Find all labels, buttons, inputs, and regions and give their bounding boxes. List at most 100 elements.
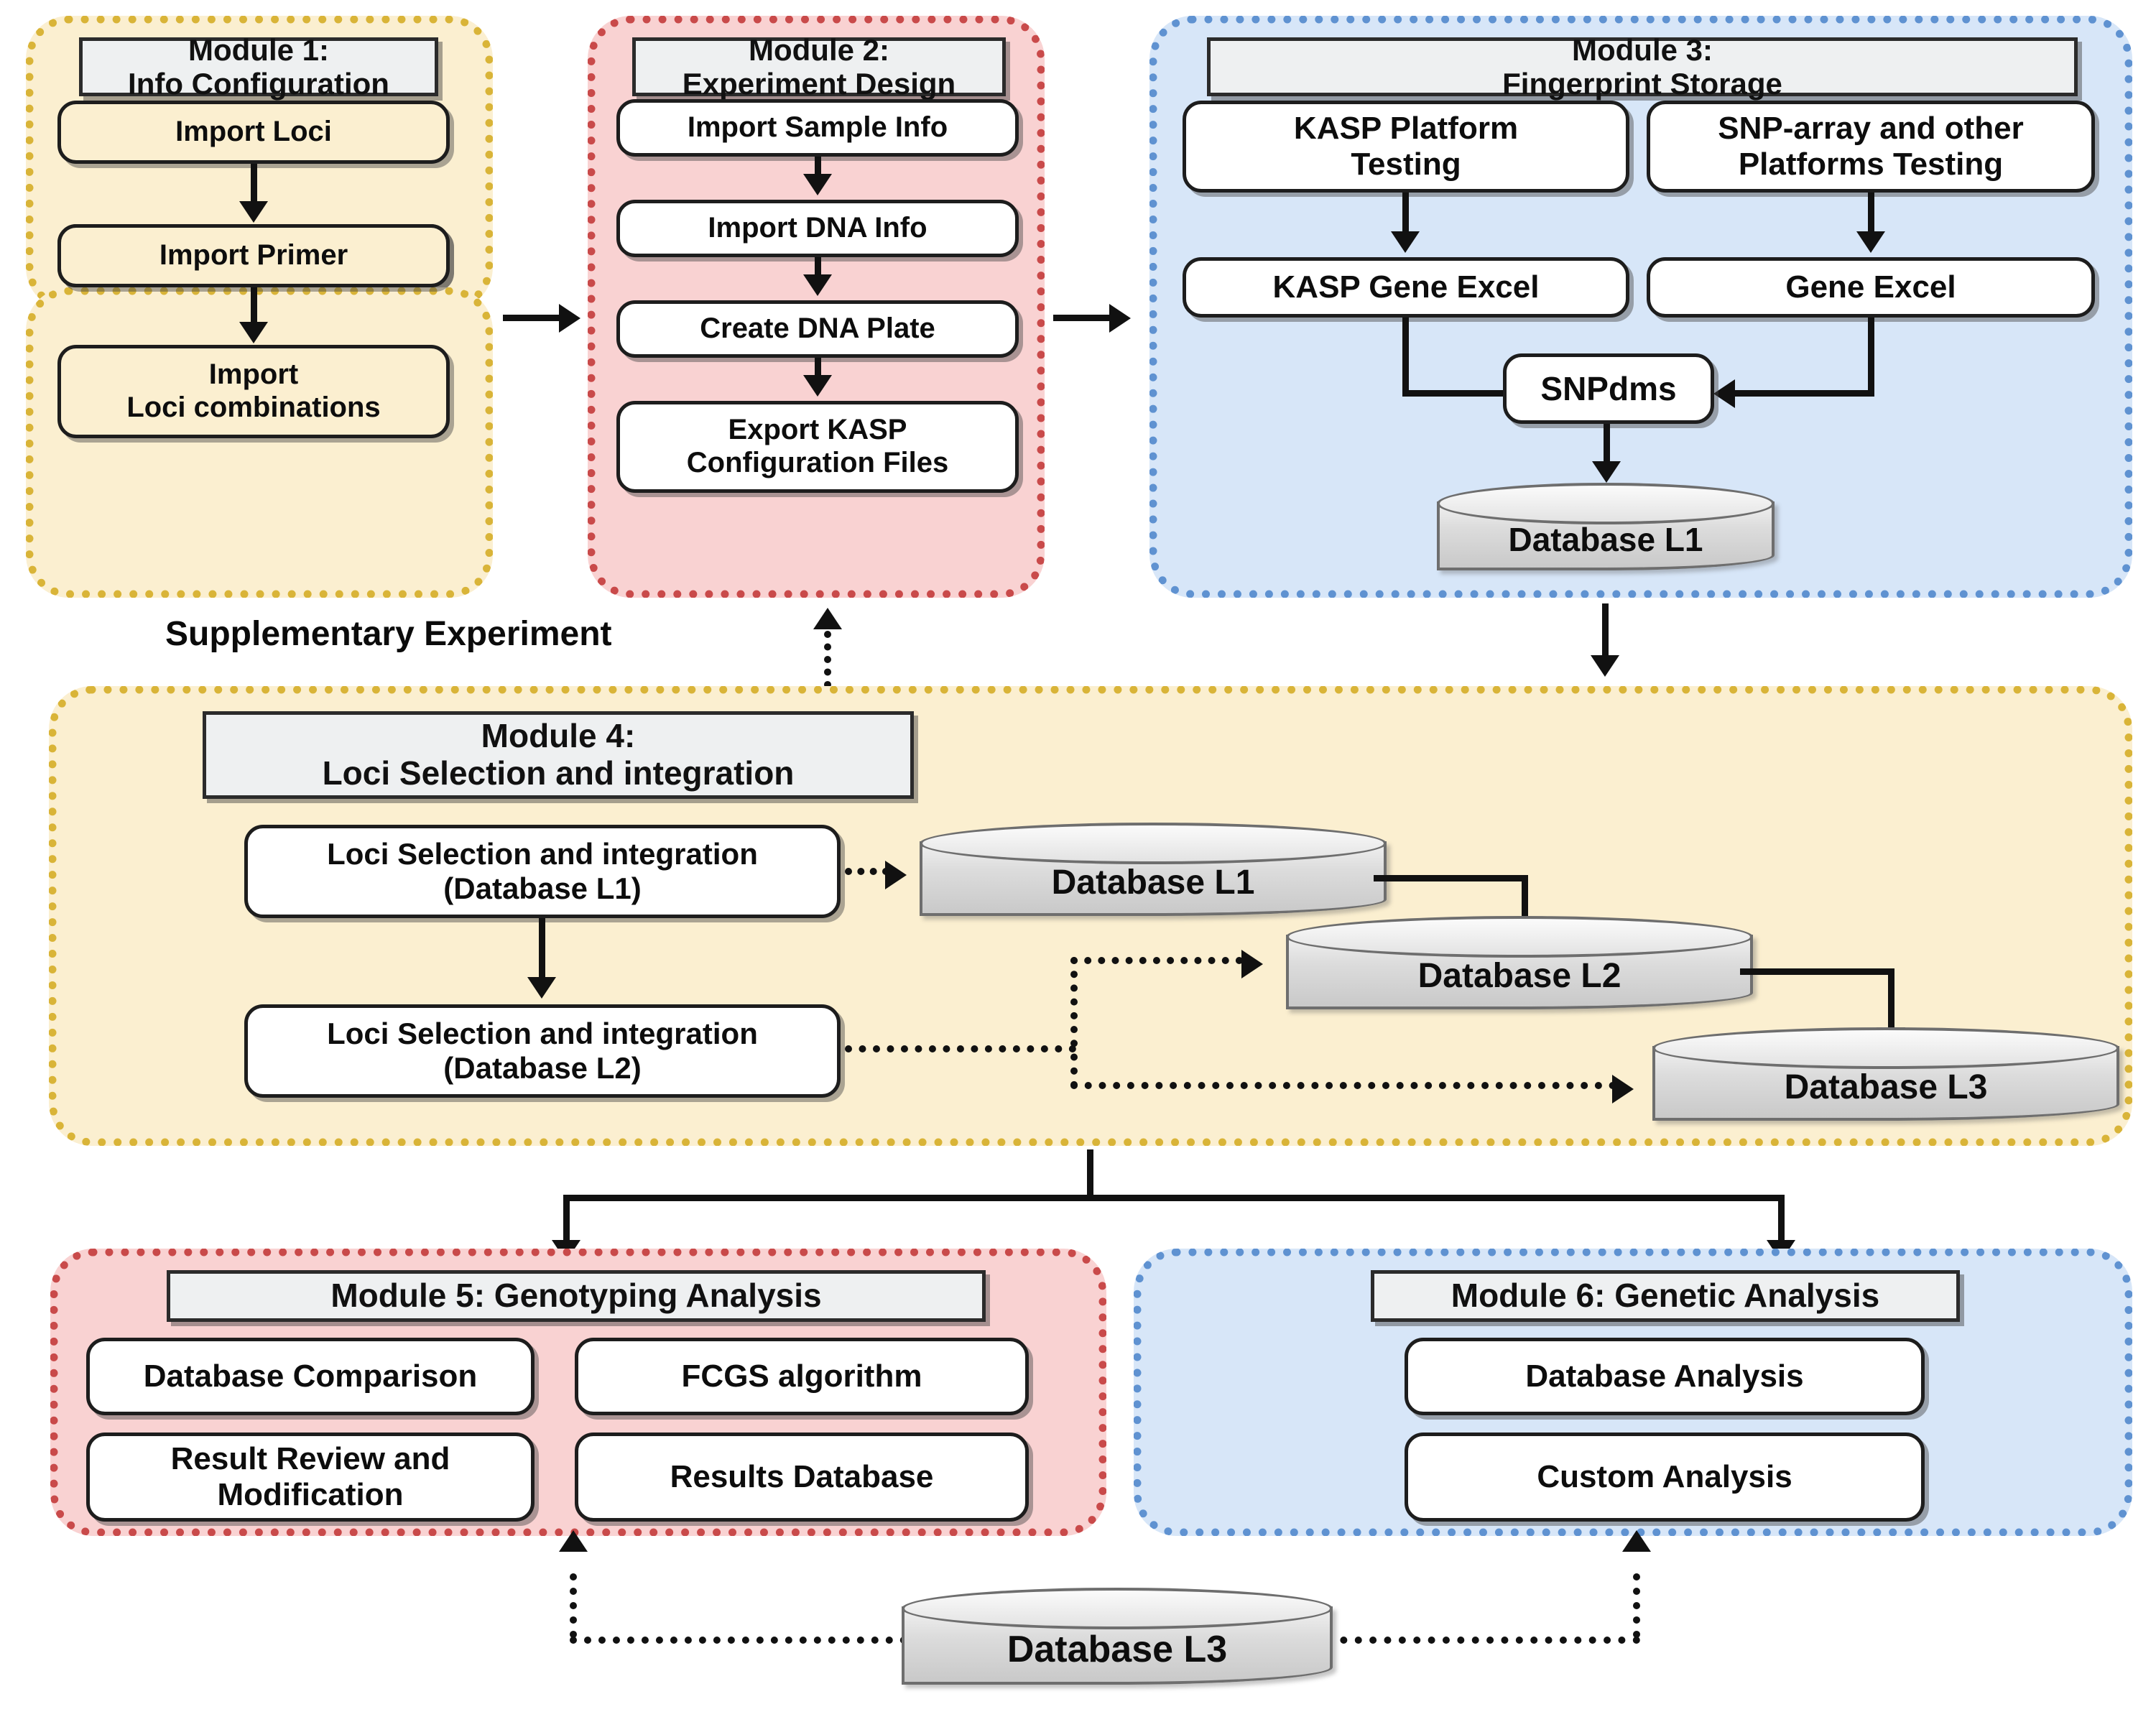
module-6-box-custom-analysis[interactable]: Custom Analysis xyxy=(1405,1433,1925,1522)
database-l3-bottom-label: Database L3 xyxy=(1007,1628,1228,1670)
module-4-box-loci-selection-l1[interactable]: Loci Selection and integration (Database… xyxy=(244,825,841,918)
module-2-box-import-dna-info[interactable]: Import DNA Info xyxy=(616,200,1019,257)
module-5-box-results-database[interactable]: Results Database xyxy=(575,1433,1029,1522)
module-3-header: Module 3: Fingerprint Storage xyxy=(1207,33,2078,101)
arrow-head-up-to-module5 xyxy=(559,1530,588,1552)
arrow-head-gene-excel-to-snpdms xyxy=(1713,379,1735,408)
branch-line-left-drop xyxy=(563,1195,570,1245)
module-1-box-3-line1-front: Import xyxy=(208,358,299,391)
database-l2-module4: Database L2 xyxy=(1286,916,1753,1009)
module-5-header: Module 5: Genotyping Analysis xyxy=(167,1270,986,1322)
module-4-box-2-line1: Loci Selection and integration xyxy=(327,1017,758,1051)
dotted-line-dbL3-to-module6 xyxy=(1325,1637,1640,1644)
arrow-line-snpdms-to-db-l1 xyxy=(1604,424,1610,467)
branch-line-crossbar xyxy=(563,1195,1785,1201)
branch-line-stem xyxy=(1087,1149,1093,1200)
module-5-box-fcgs-algorithm[interactable]: FCGS algorithm xyxy=(575,1338,1029,1415)
database-l1-module3-top xyxy=(1437,483,1775,524)
module-2-header: Module 2: Experiment Design xyxy=(632,33,1006,101)
database-l1-module4-top xyxy=(920,823,1387,864)
module-3-box-snp-array-platforms-testing[interactable]: SNP-array and other Platforms Testing xyxy=(1647,101,2095,193)
module-3-header-line2: Fingerprint Storage xyxy=(1502,67,1782,101)
arrow-line-loci-l1-to-l2 xyxy=(539,918,545,983)
module-1-box-import-primer-front[interactable]: Import Primer xyxy=(57,224,450,287)
arrow-line-loci-to-primer xyxy=(251,164,257,205)
arrow-line-snp-platform-to-excel xyxy=(1868,193,1874,237)
module-3-box-snpdms[interactable]: SNPdms xyxy=(1503,353,1714,424)
module-3-box-1-line2: Testing xyxy=(1351,147,1461,182)
module-5-box-database-comparison[interactable]: Database Comparison xyxy=(86,1338,535,1415)
module-4-box-1-line2: (Database L1) xyxy=(443,871,642,905)
dotted-line-up-to-module5 xyxy=(570,1573,577,1638)
module-5-box-result-review-modification[interactable]: Result Review and Modification xyxy=(86,1433,535,1522)
supplementary-dotted-line xyxy=(824,631,831,688)
line-kasp-excel-down xyxy=(1402,318,1409,397)
line-gene-excel-left xyxy=(1735,390,1874,397)
arrow-head-primer-to-combinations-front xyxy=(239,322,268,343)
dotted-line-lociL2-right xyxy=(845,1045,1076,1052)
module-2-box-4-line1: Export KASP xyxy=(728,414,907,446)
line-dbL1-to-dbL2-v xyxy=(1522,875,1528,940)
module-2-box-import-sample-info[interactable]: Import Sample Info xyxy=(616,99,1019,157)
module-4-header-line1: Module 4: xyxy=(481,717,636,755)
module-1-box-import-loci-combinations-front[interactable]: Import Loci combinations xyxy=(57,345,450,438)
module-1-header-line2: Info Configuration xyxy=(128,67,389,101)
arrow-head-kasp-platform-to-excel xyxy=(1391,231,1420,253)
dotted-line-junction-to-dbL2 xyxy=(1070,957,1243,964)
branch-line-right-drop xyxy=(1778,1195,1785,1245)
arrow-head-snp-platform-to-excel xyxy=(1856,231,1885,253)
module-4-header-line2: Loci Selection and integration xyxy=(322,754,795,792)
arrow-head-plate-to-export xyxy=(803,375,832,397)
dotted-line-up-to-module6 xyxy=(1633,1573,1640,1638)
module-3-box-kasp-gene-excel[interactable]: KASP Gene Excel xyxy=(1183,257,1629,318)
arrow-line-module1-to-module2 xyxy=(503,315,563,321)
database-l2-module4-top xyxy=(1286,916,1753,958)
arrow-head-loci-l1-to-l2 xyxy=(527,977,556,999)
line-dbL2-to-dbL3-v xyxy=(1888,968,1894,1033)
dotted-line-dbL3-to-module5 xyxy=(570,1637,907,1644)
module-4-header: Module 4: Loci Selection and integration xyxy=(203,711,914,799)
arrow-head-module3-to-module4 xyxy=(1591,655,1619,677)
module-1-box-3-line2-front: Loci combinations xyxy=(126,392,381,423)
database-l1-module4-label: Database L1 xyxy=(1051,863,1255,902)
module-2-box-export-kasp-config[interactable]: Export KASP Configuration Files xyxy=(616,401,1019,493)
database-l1-module3-label: Database L1 xyxy=(1508,521,1703,558)
supplementary-experiment-label: Supplementary Experiment xyxy=(165,615,612,653)
module-1-dotted-border-lower xyxy=(26,287,493,598)
module-3-box-2-line1: SNP-array and other xyxy=(1718,110,2024,146)
module-3-box-gene-excel[interactable]: Gene Excel xyxy=(1647,257,2095,318)
dotted-line-junction-vertical xyxy=(1070,957,1078,1088)
arrow-line-kasp-platform-to-excel xyxy=(1402,193,1409,237)
arrow-head-snpdms-to-db-l1 xyxy=(1592,461,1621,483)
module-4-box-loci-selection-l2[interactable]: Loci Selection and integration (Database… xyxy=(244,1004,841,1098)
module-2-dotted-border xyxy=(588,16,1045,598)
module-2-box-4-line2: Configuration Files xyxy=(686,447,949,478)
arrow-line-module2-to-module3 xyxy=(1053,315,1114,321)
module-3-dotted-border xyxy=(1149,16,2132,598)
supplementary-arrow-head xyxy=(813,608,842,629)
arrow-head-up-to-module6 xyxy=(1622,1530,1651,1552)
arrow-head-module1-to-module2 xyxy=(559,304,580,333)
arrow-line-module3-to-module4 xyxy=(1602,603,1609,661)
database-l3-module4-label: Database L3 xyxy=(1784,1068,1988,1106)
module-2-header-line2: Experiment Design xyxy=(682,67,956,101)
line-dbL1-to-dbL2-h xyxy=(1374,875,1528,881)
arrow-line-dna-to-plate xyxy=(815,257,821,279)
module-1-box-import-loci[interactable]: Import Loci xyxy=(57,101,450,164)
arrow-head-lociL1-to-dbL1 xyxy=(885,861,907,889)
line-kasp-excel-right xyxy=(1402,390,1503,397)
module-5-box-3-line1: Result Review and xyxy=(170,1440,450,1476)
module-3-box-kasp-platform-testing[interactable]: KASP Platform Testing xyxy=(1183,101,1629,193)
database-l1-module3: Database L1 xyxy=(1437,483,1775,570)
database-l2-module4-label: Database L2 xyxy=(1417,956,1621,995)
module-6-box-database-analysis[interactable]: Database Analysis xyxy=(1405,1338,1925,1415)
module-1-header-line1: Module 1: xyxy=(188,32,329,67)
module-2-box-create-dna-plate[interactable]: Create DNA Plate xyxy=(616,300,1019,358)
module-3-box-1-line1: KASP Platform xyxy=(1293,110,1519,146)
module-2-header-line1: Module 2: xyxy=(749,32,889,67)
arrow-head-loci-to-primer xyxy=(239,201,268,223)
module-4-box-2-line2: (Database L2) xyxy=(443,1051,642,1085)
module-1-header: Module 1: Info Configuration xyxy=(79,33,438,101)
arrow-head-dna-to-plate xyxy=(803,274,832,296)
